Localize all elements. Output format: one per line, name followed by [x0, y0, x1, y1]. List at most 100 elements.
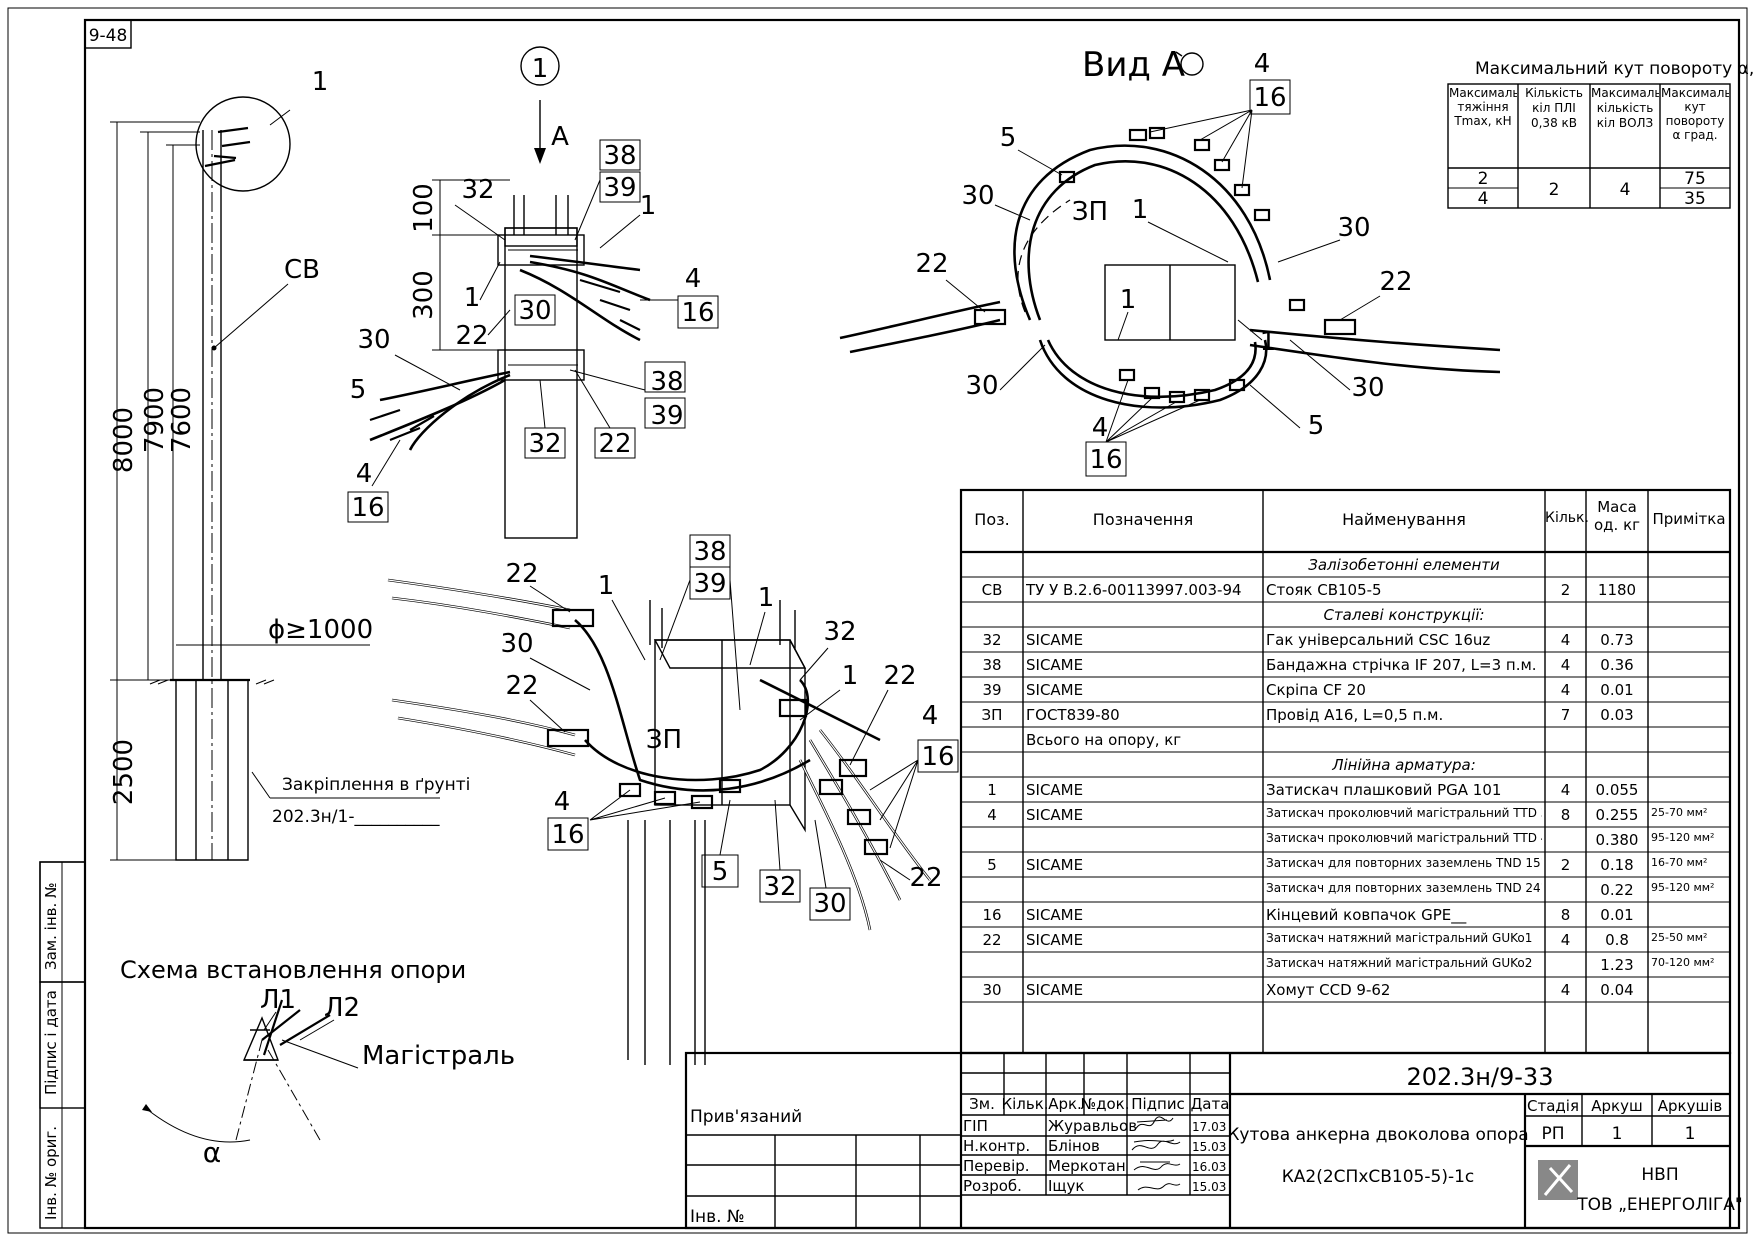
iso-label-1c: 1 — [842, 661, 859, 691]
spec-cell-qty: 2 — [1560, 856, 1571, 874]
sheet-tag: 9-48 — [89, 26, 128, 46]
spec-cell-pos: 32 — [982, 631, 1002, 649]
spec-cell-pos: 5 — [987, 856, 997, 874]
spec-cell-name: Бандажна стрічка IF 207, L=3 п.м. — [1266, 656, 1537, 674]
va-label-5a: 5 — [1000, 123, 1017, 153]
install-title: Схема встановлення опори — [120, 956, 466, 984]
spec-cell-qty: 4 — [1560, 981, 1571, 999]
spec-cell-mass: 0.255 — [1595, 806, 1639, 824]
table-row: Затискач для повторних заземлень TND 241… — [961, 877, 1730, 902]
d1-label-22a: 22 — [455, 321, 488, 351]
tb-stage: РП — [1541, 1124, 1564, 1144]
spec-cell-name: Затискач проколювчий магістральний TTD 4… — [1266, 831, 1542, 845]
spec-cell-qty: 7 — [1560, 706, 1571, 724]
detail-title: 1 — [532, 54, 549, 84]
iso-label-32b: 32 — [763, 872, 796, 902]
side-stamp: Зам. інв. № Підпис і дата Інв. № ориг. — [39, 861, 86, 1229]
tb-sheet: 1 — [1612, 1124, 1623, 1144]
dim-300: 300 — [409, 270, 439, 320]
va-label-16b: 16 — [1089, 445, 1122, 475]
tb-name-0: Журавльов — [1048, 1117, 1137, 1135]
spec-section-label: Сталеві конструкції: — [1323, 606, 1485, 624]
spec-cell-note: 95-120 мм² — [1651, 881, 1715, 894]
spec-cell-name: Затискач плашковий PGA 101 — [1266, 781, 1502, 799]
scheme-main: Магістраль — [362, 1041, 515, 1071]
scheme-l2: Л2 — [324, 993, 360, 1023]
spec-cell-name: Затискач для повторних заземлень TND 151 — [1266, 856, 1542, 870]
iso-label-22d: 22 — [909, 863, 942, 893]
spec-cell-name: Затискач натяжний магістральний GUKo1 — [1266, 931, 1533, 945]
d1-label-4a: 4 — [685, 264, 702, 294]
spec-cell-mass: 0.055 — [1595, 781, 1639, 799]
spec-cell-name: Затискач натяжний магістральний GUKo2 — [1266, 956, 1533, 970]
spec-cell-name: Кінцевий ковпачок GPE__ — [1266, 906, 1467, 924]
spec-cell-mass: 0.04 — [1600, 981, 1634, 999]
tb-sheet-header: Аркуш — [1591, 1097, 1642, 1115]
tb-date-1: 15.03 — [1192, 1140, 1226, 1154]
tb-stage-header: Стадія — [1527, 1097, 1579, 1115]
spec-cell-mass: 0.22 — [1600, 881, 1634, 899]
spec-cell-code: SICAME — [1026, 631, 1084, 649]
angle-table-title: Максимальний кут повороту α,° — [1475, 59, 1755, 79]
view-a-title: Вид А — [1082, 45, 1185, 85]
diameter-label: ϕ≥1000 — [268, 615, 373, 645]
spec-cell-code: Всього на опору, кг — [1026, 731, 1182, 749]
spec-cell-qty: 8 — [1560, 906, 1571, 924]
d1-label-32b: 32 — [528, 429, 561, 459]
company-logo — [1538, 1160, 1578, 1200]
d1-label-38b: 38 — [650, 367, 683, 397]
spec-cell-name: Затискач для повторних заземлень TND 241 — [1266, 881, 1542, 895]
spec-cell-qty: 4 — [1560, 681, 1571, 699]
spec-cell-code: ТУ У В.2.6-00113997.003-94 — [1026, 581, 1242, 599]
d1-label-39a: 39 — [603, 173, 636, 203]
spec-th-qty: Кільк. — [1545, 510, 1589, 526]
va-label-1c: 1 — [1260, 327, 1277, 357]
angle-th-3: Максимальний кут повороту α град. — [1661, 86, 1729, 142]
spec-cell-qty: 2 — [1560, 581, 1571, 599]
tb-name-1: Блінов — [1048, 1137, 1100, 1155]
d1-label-5: 5 — [350, 375, 367, 405]
dim-8000: 8000 — [109, 407, 139, 473]
d1-label-16a: 16 — [681, 298, 714, 328]
d1-label-1b: 1 — [464, 283, 481, 313]
tb-date-2: 16.03 — [1192, 1160, 1226, 1174]
spec-cell-qty: 4 — [1560, 931, 1571, 949]
tb-sheets: 1 — [1685, 1124, 1696, 1144]
angle-r0-c1: 2 — [1549, 180, 1560, 200]
iso-label-22c: 22 — [883, 661, 916, 691]
spec-cell-qty: 4 — [1560, 656, 1571, 674]
spec-table-grid — [959, 488, 1732, 1055]
tb-date-0: 17.03 — [1192, 1120, 1226, 1134]
iso-label-22a: 22 — [505, 559, 538, 589]
angle-th-2: Максимальна кількість кіл ВОЛЗ — [1591, 86, 1659, 130]
spec-cell-code: SICAME — [1026, 906, 1084, 924]
tb-org-2: ТОВ „ЕНЕРГОЛІГА" — [1576, 1195, 1743, 1215]
spec-cell-note: 16-70 мм² — [1651, 856, 1708, 869]
spec-th-name: Найменування — [1342, 510, 1466, 529]
spec-cell-pos: 4 — [987, 806, 997, 824]
spec-section-label: Лінійна арматура: — [1332, 756, 1476, 774]
spec-cell-mass: 1.23 — [1600, 956, 1634, 974]
d1-label-4b: 4 — [356, 459, 373, 489]
iso-label-zp: ЗП — [646, 725, 682, 755]
d1-label-39b: 39 — [650, 401, 683, 431]
dim-2500: 2500 — [109, 739, 139, 805]
va-label-30b: 30 — [1337, 213, 1370, 243]
ground-note: Закріплення в ґрунті — [282, 775, 470, 795]
spec-cell-qty: 8 — [1560, 806, 1571, 824]
spec-cell-code: SICAME — [1026, 681, 1084, 699]
iso-label-22b: 22 — [505, 671, 538, 701]
spec-cell-note: 25-50 мм² — [1651, 931, 1708, 944]
iso-label-4a: 4 — [554, 787, 571, 817]
spec-cell-name: Хомут CCD 9-62 — [1266, 981, 1391, 999]
d1-label-30b: 30 — [357, 325, 390, 355]
spec-cell-mass: 0.380 — [1595, 831, 1639, 849]
spec-cell-mass: 0.18 — [1600, 856, 1634, 874]
d1-label-30a: 30 — [518, 296, 551, 326]
angle-r1-c3: 35 — [1684, 189, 1706, 209]
va-label-22a: 22 — [915, 249, 948, 279]
tb-name-3: Іщук — [1048, 1177, 1085, 1195]
spec-cell-name: Провід А16, L=0,5 п.м. — [1266, 706, 1444, 724]
